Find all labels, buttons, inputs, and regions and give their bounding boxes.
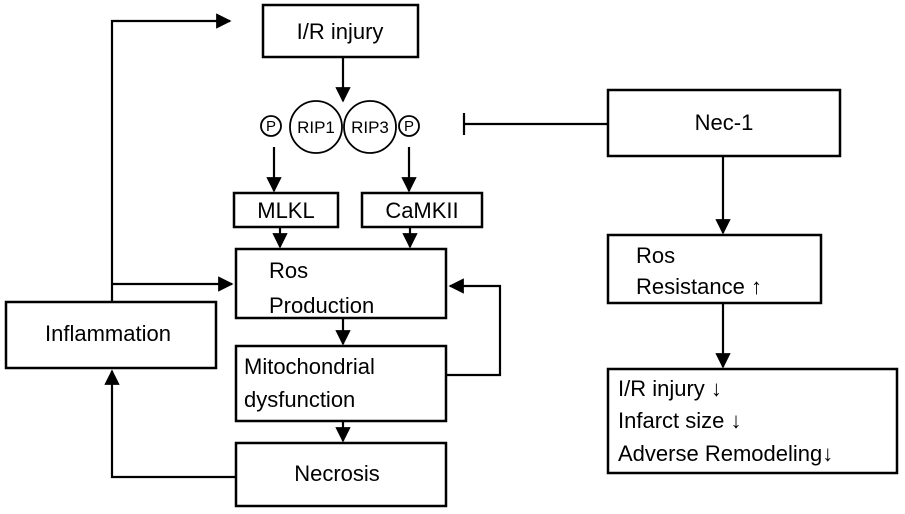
rip3-label: RIP3: [351, 118, 389, 137]
rip1-phospho-label: P: [266, 118, 276, 135]
camkii-node: CaMKII: [360, 191, 484, 229]
ros-production-line1: Ros: [269, 258, 308, 283]
ros-production-node: Ros Production: [234, 247, 448, 320]
camkii-label: CaMKII: [385, 198, 458, 223]
mito-line1: Mitochondrial: [244, 354, 375, 379]
ros-resistance-node: Ros Resistance ↑: [606, 233, 823, 305]
outcome-adverse-remodeling: Adverse Remodeling↓: [618, 441, 833, 466]
inflammation-node: Inflammation: [4, 300, 218, 370]
mito-line2: dysfunction: [244, 387, 355, 412]
outcome-infarct-size: Infarct size ↓: [618, 408, 741, 433]
nec1-node: Nec-1: [606, 88, 842, 158]
rip-complex: P RIP1 RIP3 P: [260, 100, 420, 154]
edge-mito-feedback-ros: [446, 278, 502, 377]
mitochondrial-dysfunction-node: Mitochondrial dysfunction: [234, 344, 448, 423]
mlkl-node: MLKL: [232, 191, 340, 229]
necrosis-node: Necrosis: [234, 441, 448, 508]
ir-injury-label: I/R injury: [297, 19, 384, 44]
rip3-phospho-label: P: [404, 118, 414, 135]
inflammation-label: Inflammation: [45, 321, 171, 346]
ros-production-line2: Production: [269, 293, 374, 318]
outcomes-node: I/R injury ↓ Infarct size ↓ Adverse Remo…: [606, 367, 899, 475]
rip1-phospho-circle: [260, 115, 282, 137]
outcome-ir-injury: I/R injury ↓: [618, 376, 722, 401]
rip3-phospho-circle: [398, 115, 420, 137]
rip1-label: RIP1: [297, 118, 335, 137]
edge-inflammation-to-ir: [110, 13, 232, 302]
rip1-circle: [289, 100, 343, 154]
nec1-label: Nec-1: [695, 110, 754, 135]
edge-necrosis-to-inflammation: [104, 369, 236, 479]
rip3-circle: [343, 100, 397, 154]
mlkl-label: MLKL: [257, 198, 314, 223]
ir-injury-node: I/R injury: [261, 3, 420, 59]
ros-resistance-line2: Resistance ↑: [636, 274, 762, 299]
necrosis-label: Necrosis: [294, 461, 380, 486]
ros-resistance-line1: Ros: [636, 243, 675, 268]
